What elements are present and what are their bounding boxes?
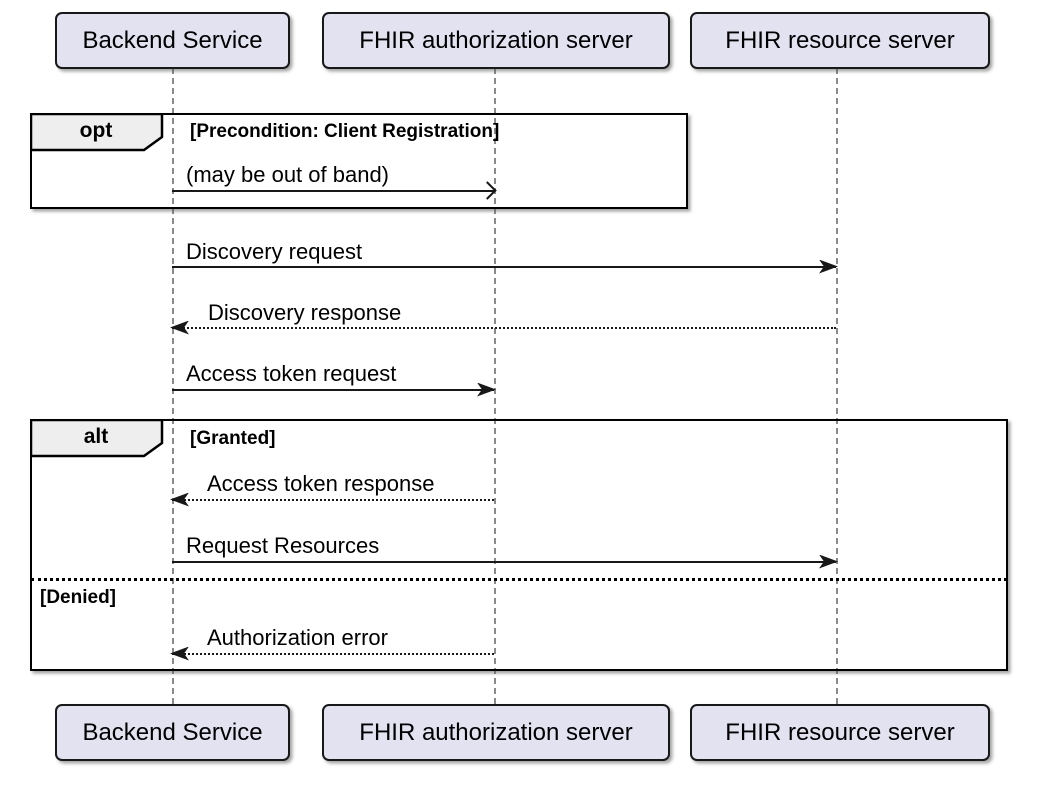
- fragment-opt: [30, 113, 688, 209]
- fragment-alt-label-shape: [30, 419, 164, 458]
- message-label-authorization-error: Authorization error: [207, 625, 388, 650]
- message-label-request-resources: Request Resources: [186, 533, 380, 558]
- message-arrow-may-be-out-of-band: [172, 181, 497, 200]
- message-arrow-access-token-request: [172, 382, 496, 397]
- lifeline-backend-service: [172, 68, 174, 704]
- lifeline-fhir-authorization-server: [494, 68, 496, 704]
- fragment-alt-condition-granted: [Granted]: [190, 428, 276, 449]
- message-label-discovery-request: Discovery request: [186, 239, 363, 264]
- message-arrow-request-resources: [172, 554, 838, 569]
- fragment-alt-condition-denied: [Denied]: [40, 587, 116, 608]
- participant-bottom-backend-service: Backend Service: [55, 704, 290, 761]
- message-label-may-be-out-of-band: (may be out of band): [186, 162, 390, 187]
- fragment-alt: [30, 419, 1008, 671]
- fragment-alt-keyword: alt: [83, 425, 109, 448]
- message-label-access-token-request: Access token request: [186, 361, 397, 386]
- fragment-opt-label-shape: [30, 113, 164, 152]
- fragment-opt-keyword: opt: [79, 119, 113, 142]
- fragment-alt-divider: [31, 578, 1007, 581]
- fragment-opt-condition: [Precondition: Client Registration]: [190, 121, 500, 142]
- message-label-discovery-response: Discovery response: [208, 300, 402, 325]
- participant-top-backend-service: Backend Service: [55, 12, 290, 69]
- message-label-access-token-response: Access token response: [207, 471, 435, 496]
- lifeline-fhir-resource-server: [836, 68, 838, 704]
- message-arrow-access-token-response: [170, 492, 494, 507]
- message-arrow-discovery-response: [170, 320, 836, 335]
- participant-bottom-fhir-authorization-server: FHIR authorization server: [322, 704, 670, 761]
- message-arrow-discovery-request: [172, 259, 838, 274]
- participant-bottom-fhir-resource-server: FHIR resource server: [690, 704, 990, 761]
- participant-top-fhir-authorization-server: FHIR authorization server: [322, 12, 670, 69]
- participant-top-fhir-resource-server: FHIR resource server: [690, 12, 990, 69]
- message-arrow-authorization-error: [170, 646, 494, 661]
